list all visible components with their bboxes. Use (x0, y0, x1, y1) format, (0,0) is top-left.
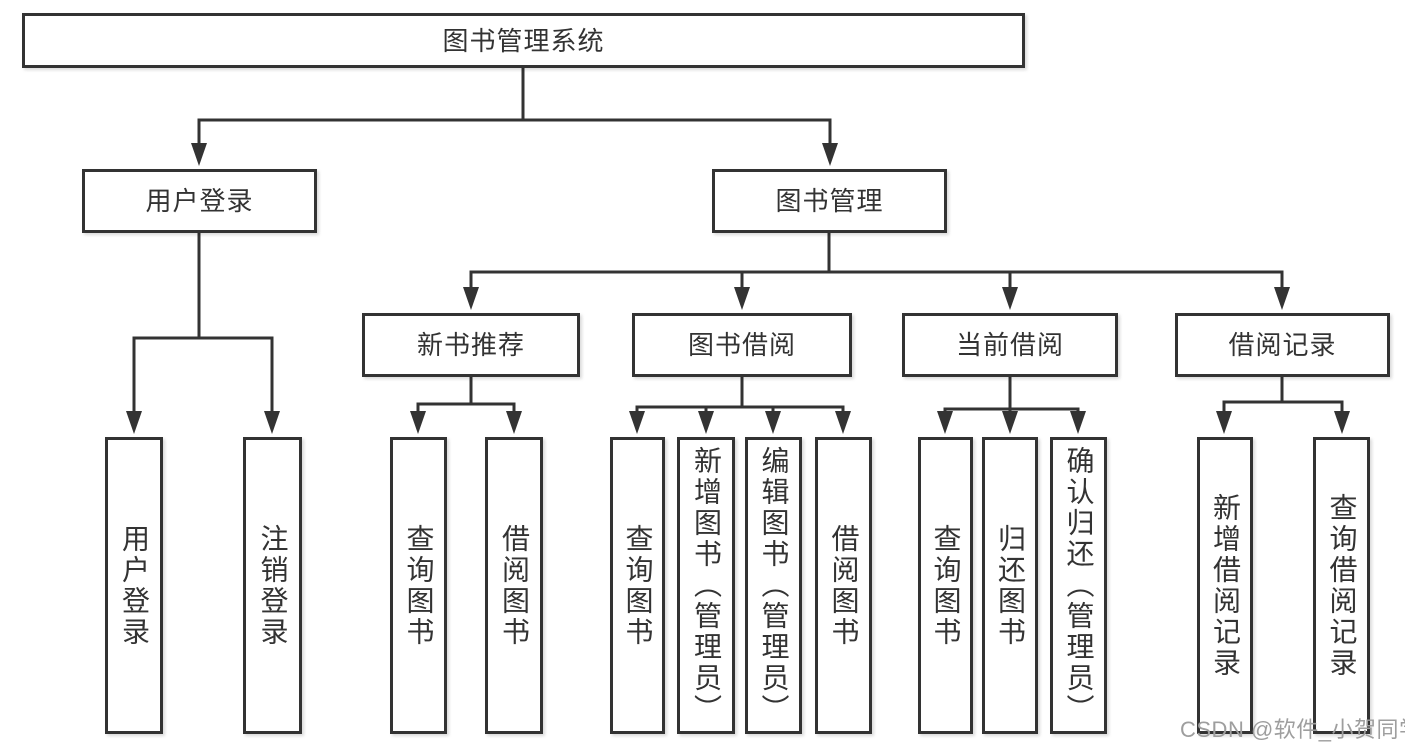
node-user-login: 用户登录 (82, 169, 317, 233)
connector-new-books-to-children (416, 375, 516, 414)
connector-borrow-records-to-children (1222, 375, 1344, 414)
node-label: 借阅图书 (499, 523, 530, 648)
arrowhead-book-mgmt (822, 143, 838, 166)
node-return-books-leaf: 归还图书 (982, 437, 1038, 734)
node-library-management-system: 图书管理系统 (22, 13, 1025, 68)
arrowhead-cb-confirm (1070, 411, 1086, 434)
arrowhead-bb-add (698, 411, 714, 434)
node-current-borrowing: 当前借阅 (902, 313, 1118, 377)
arrowhead-cb-return (1002, 411, 1018, 434)
node-user-login-leaf: 用户登录 (105, 437, 163, 734)
node-add-books-admin-leaf: 新增图书（管理员） (677, 437, 735, 734)
arrowhead-current-borrow (1002, 287, 1018, 310)
node-label: 归还图书 (995, 523, 1026, 648)
node-label: 新书推荐 (416, 330, 525, 360)
node-label: 图书管理系统 (442, 25, 605, 56)
arrowhead-nb-query (410, 411, 426, 434)
node-label: 用户登录 (119, 523, 150, 648)
node-confirm-return-admin-leaf: 确认归还（管理员） (1050, 437, 1107, 734)
node-book-borrowing: 图书借阅 (632, 313, 852, 377)
arrowhead-ul-login (126, 411, 142, 434)
node-label: 新增借阅记录 (1210, 492, 1241, 679)
node-label: 图书借阅 (687, 330, 796, 360)
arrowhead-br-query (1334, 411, 1350, 434)
arrowhead-new-books (463, 287, 479, 310)
node-label: 查询图书 (622, 523, 654, 648)
node-label: 确认归还（管理员） (1063, 446, 1095, 725)
arrowhead-bb-edit (765, 411, 781, 434)
node-label: 图书管理 (775, 186, 884, 216)
node-label: 借阅图书 (828, 523, 860, 648)
node-label: 新增图书（管理员） (691, 446, 722, 725)
node-query-books-leaf: 查询图书 (918, 437, 973, 734)
node-label: 查询图书 (930, 523, 962, 648)
connector-book-mgmt-to-level3 (469, 231, 1284, 290)
arrowhead-book-borrow (734, 287, 750, 310)
node-add-borrow-record-leaf: 新增借阅记录 (1197, 437, 1253, 734)
connector-book-borrow-to-children (635, 375, 845, 414)
arrowhead-ul-logout (264, 411, 280, 434)
node-label: 借阅记录 (1228, 330, 1337, 360)
arrowhead-cb-query (937, 411, 953, 434)
arrowhead-user-login (191, 143, 207, 166)
node-borrowing-records: 借阅记录 (1175, 313, 1390, 377)
node-label: 查询借阅记录 (1326, 492, 1358, 679)
arrowhead-nb-borrow (506, 411, 522, 434)
node-book-management: 图书管理 (712, 169, 947, 233)
node-query-borrow-record-leaf: 查询借阅记录 (1313, 437, 1370, 734)
node-query-books-leaf: 查询图书 (390, 437, 447, 734)
arrowhead-bb-borrow (835, 411, 851, 434)
node-edit-books-admin-leaf: 编辑图书（管理员） (745, 437, 802, 734)
csdn-watermark: CSDN @软件_小贺同学 (1180, 717, 1405, 742)
connector-root-to-level2 (197, 66, 832, 146)
node-label: 查询图书 (403, 523, 435, 648)
node-logout-leaf: 注销登录 (243, 437, 302, 734)
arrowhead-borrow-records (1274, 287, 1290, 310)
arrowhead-br-add (1216, 411, 1232, 434)
connector-current-borrow-to-children (943, 375, 1080, 414)
node-label: 编辑图书（管理员） (758, 446, 790, 725)
arrowhead-bb-query (629, 411, 645, 434)
node-label: 用户登录 (145, 186, 254, 216)
connector-user-login-to-children (132, 231, 274, 414)
node-label: 注销登录 (257, 523, 289, 648)
node-query-books-leaf: 查询图书 (610, 437, 665, 734)
node-borrow-books-leaf: 借阅图书 (815, 437, 872, 734)
node-label: 当前借阅 (955, 330, 1064, 360)
node-new-book-recommendation: 新书推荐 (362, 313, 580, 377)
node-borrow-books-leaf: 借阅图书 (485, 437, 543, 734)
